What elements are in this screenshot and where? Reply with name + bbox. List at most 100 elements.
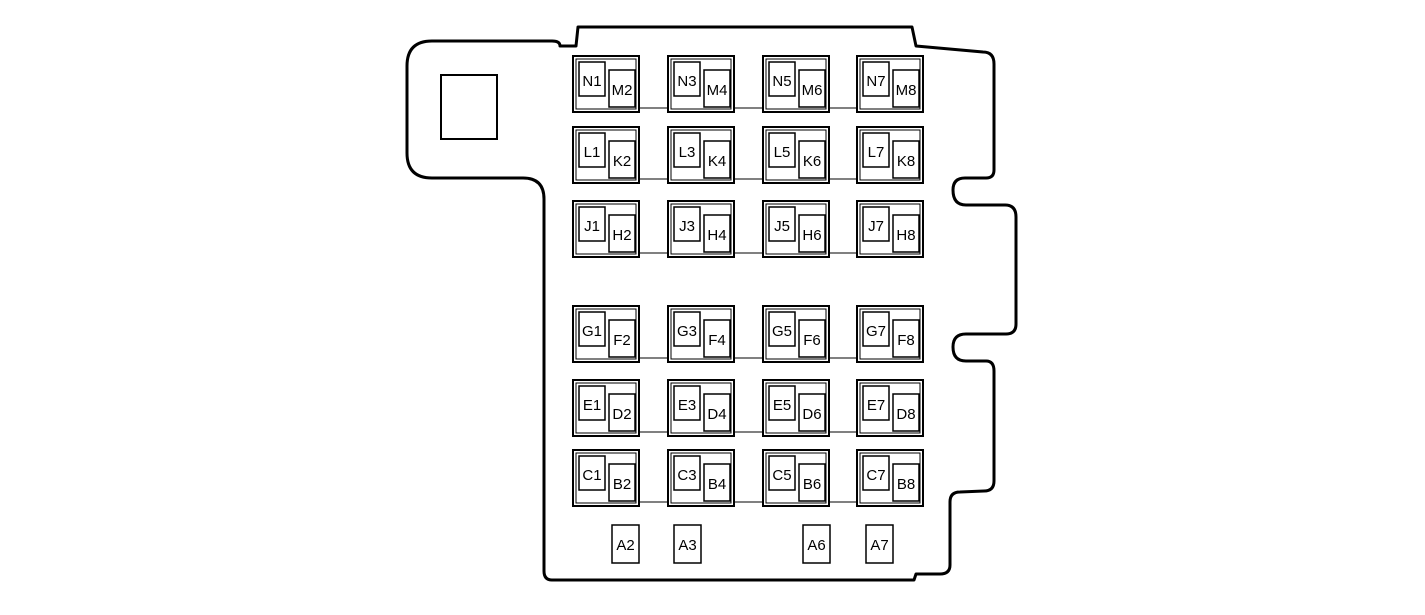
terminal-l1-label: L1 [584,144,601,161]
terminal-k2-box [608,140,636,179]
terminal-m8-box [892,69,920,108]
terminal-k8-box [892,140,920,179]
terminal-f2-label: F2 [613,332,631,349]
terminal-c5-box [768,455,796,491]
fuse-inner-frame [670,58,732,110]
terminal-b6-label: B6 [803,476,821,493]
fuse-single-a7[interactable]: A7 [865,524,894,564]
fuse-single-a2[interactable]: A2 [611,524,640,564]
terminal-l5-box [768,132,796,168]
fuse-outer-frame [762,126,830,184]
terminal-h8-label: H8 [896,227,915,244]
terminal-j7-box [862,206,890,242]
terminal-f6-label: F6 [803,332,821,349]
terminal-j3-box [673,206,701,242]
fuse-outer-frame [856,55,924,113]
terminal-l7-label: L7 [868,144,885,161]
fuse-single-a3[interactable]: A3 [673,524,702,564]
fuse-outer-frame [762,305,830,363]
terminal-j5-box [768,206,796,242]
terminal-h4-label: H4 [707,227,726,244]
terminal-c7-label: C7 [866,467,885,484]
terminal-g5-box [768,311,796,347]
terminal-e7-box [862,385,890,421]
terminal-g1-box [578,311,606,347]
fuse-inner-frame [765,203,827,255]
terminal-d6-box [798,393,826,432]
terminal-j1-box [578,206,606,242]
terminal-a3-label: A3 [678,537,696,554]
terminal-n1-box [578,61,606,97]
fuse-outer-frame [667,305,735,363]
fuse-inner-frame [575,203,637,255]
terminal-k4-label: K4 [708,153,726,170]
terminal-n3-label: N3 [677,73,696,90]
terminal-g3-box [673,311,701,347]
fuse-outer-frame [762,55,830,113]
fuse-inner-frame [670,203,732,255]
terminal-e5-label: E5 [773,397,791,414]
terminal-d2-label: D2 [612,406,631,423]
fuse-outer-frame [667,126,735,184]
fuse-outer-frame [572,379,640,437]
terminal-g7-label: G7 [866,323,886,340]
terminal-n1-label: N1 [582,73,601,90]
fuse-block-outline [405,25,1018,582]
terminal-l3-box [673,132,701,168]
fuse-outer-frame [856,126,924,184]
terminal-e3-box [673,385,701,421]
terminal-f4-box [703,319,731,358]
fuse-inner-frame [670,129,732,181]
fuse-outer-frame [572,449,640,507]
fuse-inner-frame [575,452,637,504]
terminal-j1-label: J1 [584,218,600,235]
fuse-outer-frame [667,449,735,507]
terminal-k6-box [798,140,826,179]
fuse-single-a6[interactable]: A6 [802,524,831,564]
terminal-m2-label: M2 [612,82,633,99]
fuse-outer-frame [572,55,640,113]
terminal-b8-box [892,463,920,502]
fuse-outer-frame [667,200,735,258]
terminal-a6-box [802,524,831,564]
terminal-k2-label: K2 [613,153,631,170]
terminal-n3-box [673,61,701,97]
terminal-m4-label: M4 [707,82,728,99]
fuse-outer-frame [762,200,830,258]
fuse-outer-frame [856,305,924,363]
fuse-inner-frame [575,308,637,360]
terminal-e1-box [578,385,606,421]
terminal-m2-box [608,69,636,108]
terminal-d8-box [892,393,920,432]
fuse-inner-frame [765,452,827,504]
fuse-inner-frame [575,129,637,181]
fuse-outer-frame [572,305,640,363]
fuse-inner-frame [670,452,732,504]
terminal-m4-box [703,69,731,108]
terminal-f8-label: F8 [897,332,915,349]
